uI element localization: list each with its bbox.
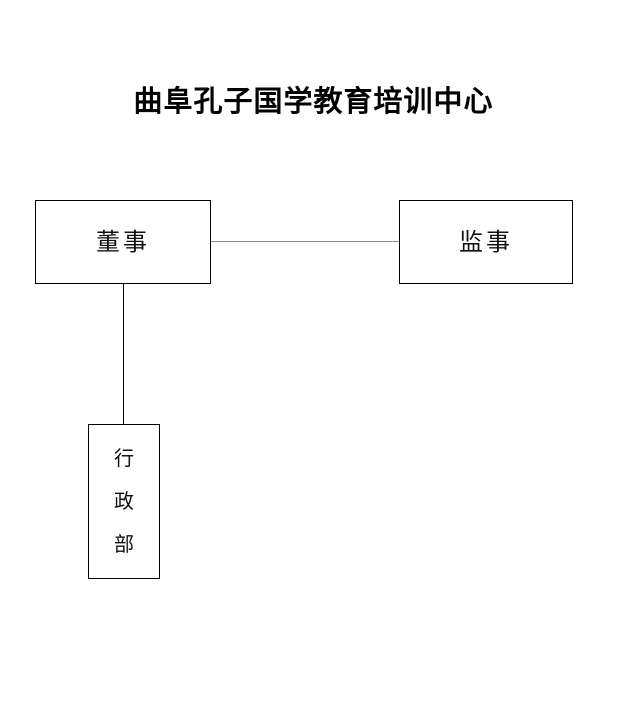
connector-board-to-admin: [123, 283, 124, 424]
node-label-supervisor: 监事: [459, 228, 513, 256]
node-box-board[interactable]: 董事: [35, 200, 211, 284]
node-label-admin: 行 政 部: [114, 437, 134, 566]
node-box-admin[interactable]: 行 政 部: [88, 424, 160, 579]
node-label-admin-char-1: 行: [114, 446, 134, 470]
connector-board-to-supervisor: [211, 241, 399, 242]
node-box-supervisor[interactable]: 监事: [399, 200, 573, 284]
node-label-admin-char-2: 政: [114, 489, 134, 513]
page-title: 曲阜孔子国学教育培训中心: [133, 84, 494, 118]
node-label-board: 董事: [96, 228, 150, 256]
node-label-admin-char-3: 部: [114, 532, 134, 556]
